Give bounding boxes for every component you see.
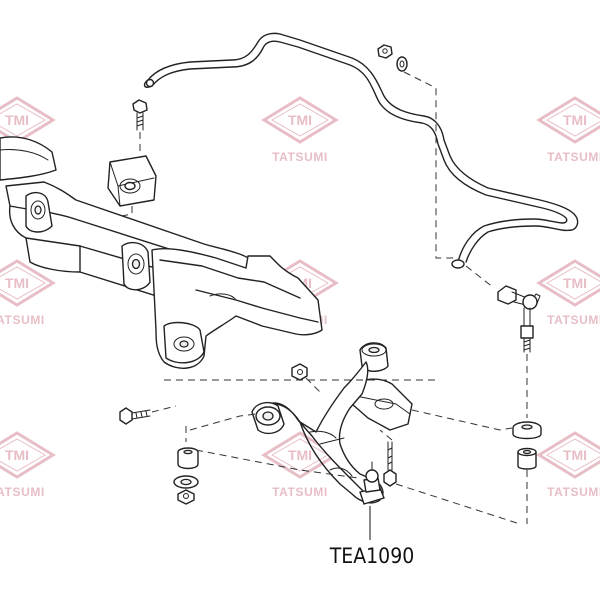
front-mount-washer [173, 475, 199, 489]
guide-line-nut [403, 71, 458, 259]
watermark-logo-text: TMI [563, 275, 587, 291]
bracket-bolt [132, 99, 148, 131]
watermark-tmi-logo: TMI TATSUMI [0, 259, 56, 327]
stabilizer-nut [377, 44, 393, 59]
watermark-logo-text: TMI [563, 447, 587, 463]
subframe [0, 136, 323, 369]
watermark-tmi-logo: TMI TATSUMI [536, 431, 600, 499]
stabilizer-bar [143, 32, 579, 269]
watermark-tmi-logo: TMI TATSUMI [261, 96, 339, 164]
front-bolt [119, 407, 151, 425]
watermark-brand-text: TATSUMI [547, 150, 600, 164]
arm-stud-bolt [383, 441, 397, 487]
front-mount-bushing-top [177, 447, 199, 470]
stabilizer-link [497, 285, 541, 353]
part-number-label: TEA1090 [329, 544, 414, 568]
guide-line-bracket [59, 206, 133, 229]
guide-line-2 [305, 377, 321, 393]
watermark-logo-text: TMI [288, 112, 312, 128]
link-bushing-lower [517, 447, 537, 470]
guide-line-link-top [465, 265, 495, 289]
watermark-logo-text: TMI [288, 447, 312, 463]
watermark-tmi-logo: TMI TATSUMI [536, 96, 600, 164]
link-bushing-upper [512, 421, 542, 440]
control-arm [251, 342, 413, 505]
guide-line-5 [395, 483, 521, 525]
watermark-tmi-logo: TMI TATSUMI [0, 431, 56, 499]
guide-line-4 [195, 449, 359, 479]
watermark-logo-text: TMI [5, 275, 29, 291]
watermark-brand-text: TATSUMI [0, 485, 45, 499]
watermark-brand-text: TATSUMI [0, 313, 45, 327]
watermark-logo-text: TMI [5, 112, 29, 128]
watermark-brand-text: TATSUMI [547, 485, 600, 499]
watermark-tmi-logo: TMI TATSUMI [536, 259, 600, 327]
stabilizer-washer [396, 56, 408, 72]
front-mount-nut [177, 489, 195, 505]
guide-line-stud [379, 429, 393, 441]
watermark-brand-text: TATSUMI [272, 150, 328, 164]
guide-line-front-bolt [151, 405, 177, 413]
watermark-brand-text: TATSUMI [547, 313, 600, 327]
guide-line-3 [189, 413, 257, 431]
watermark-logo-text: TMI [5, 447, 29, 463]
watermark-logo-text: TMI [563, 112, 587, 128]
guide-line-6 [411, 409, 513, 431]
stabilizer-bushing-bracket [107, 155, 157, 207]
arm-nut [291, 363, 308, 381]
watermark-brand-text: TATSUMI [272, 485, 328, 499]
